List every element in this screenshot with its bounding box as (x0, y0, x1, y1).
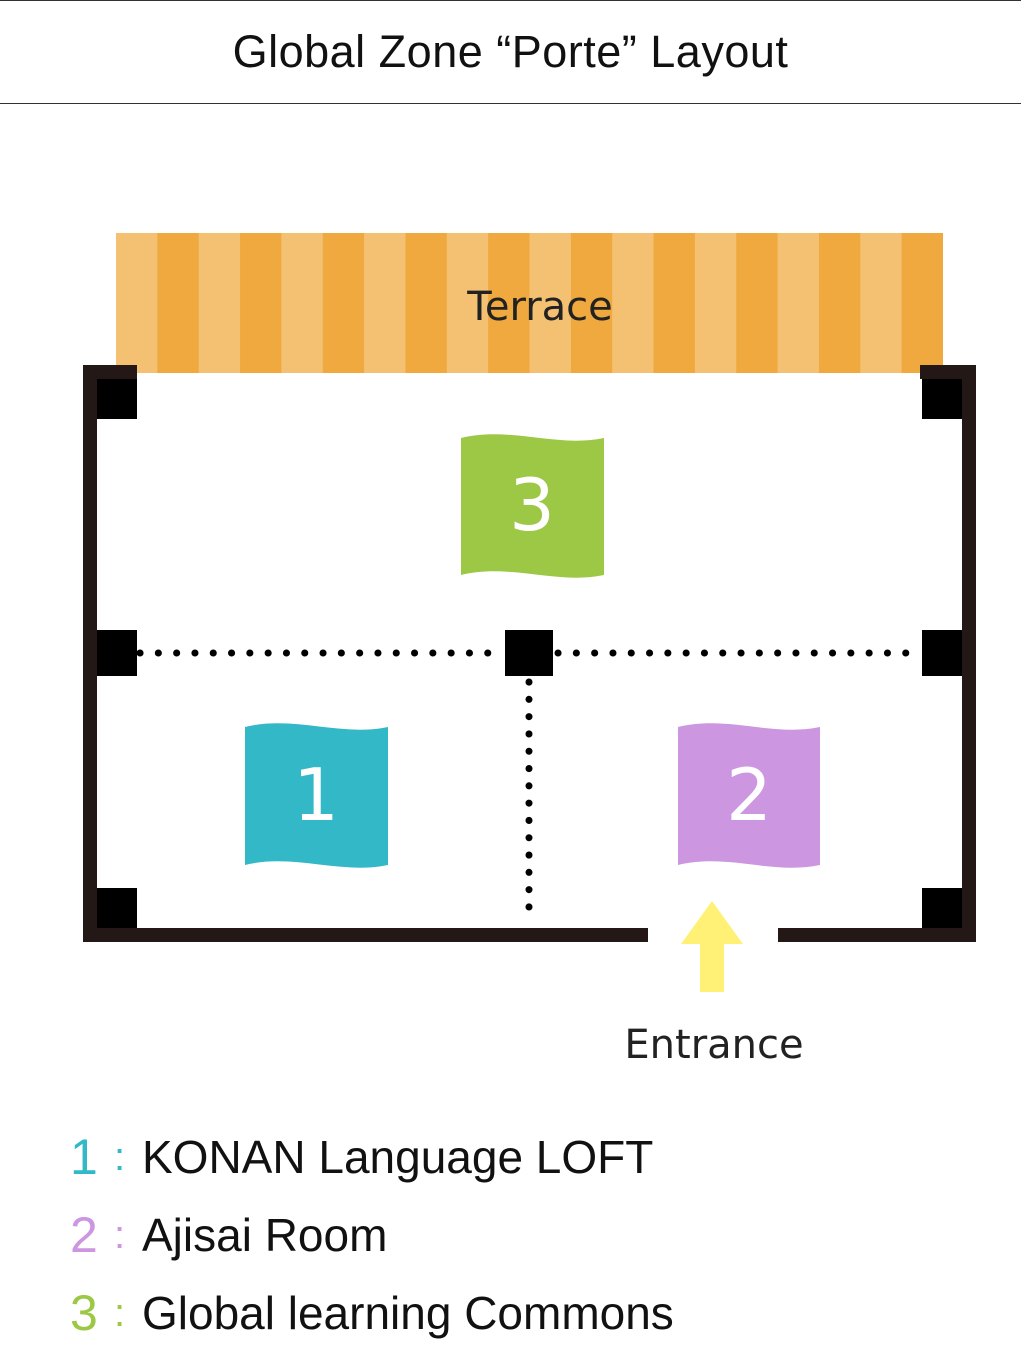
terrace-stripe (116, 233, 158, 373)
wall-bottom-right (778, 928, 976, 942)
zone-2-number: 2 (726, 753, 772, 837)
legend-separator: : (114, 1134, 126, 1179)
legend-label: Global learning Commons (142, 1287, 674, 1339)
terrace-stripe (860, 233, 902, 373)
walls (83, 365, 976, 942)
terrace-stripe (777, 233, 819, 373)
entrance-arrow (681, 901, 743, 992)
wall-left (83, 365, 97, 942)
pillar (97, 888, 137, 928)
zone-1-number: 1 (293, 753, 339, 837)
pillar (922, 379, 962, 419)
zone-2-flag: 2 (678, 723, 820, 868)
terrace-stripe (694, 233, 737, 373)
zone-3-flag-shape (461, 434, 604, 578)
zone-2-flag-shape (678, 723, 820, 868)
page-title: Global Zone “Porte” Layout (232, 26, 789, 77)
terrace-stripe (446, 233, 489, 373)
wall-right (962, 365, 976, 942)
legend: 1 : KONAN Language LOFT 2 : Ajisai Room … (70, 1118, 674, 1352)
terrace-stripe (364, 233, 406, 373)
legend-number: 1 (70, 1129, 98, 1185)
pillar (922, 630, 962, 676)
legend-separator: : (114, 1290, 126, 1335)
legend-item: 2 : Ajisai Room (70, 1196, 674, 1274)
terrace: Terrace (116, 233, 943, 373)
terrace-stripe (612, 233, 654, 373)
entrance-label: Entrance (624, 1022, 803, 1068)
legend-separator: : (114, 1212, 126, 1257)
pillars (97, 379, 962, 928)
terrace-stripe (529, 233, 571, 373)
pillar (97, 379, 137, 419)
header-bar: Global Zone “Porte” Layout (0, 0, 1021, 104)
pillar (505, 630, 553, 676)
terrace-label: Terrace (466, 284, 613, 330)
legend-item: 3 : Global learning Commons (70, 1274, 674, 1352)
wall-top-left-stub (83, 365, 137, 379)
terrace-stripes (116, 233, 902, 373)
wall-bottom-left (83, 928, 648, 942)
arrow-up-icon (681, 901, 743, 992)
pillar (922, 888, 962, 928)
legend-item: 1 : KONAN Language LOFT (70, 1118, 674, 1196)
legend-label: KONAN Language LOFT (142, 1131, 654, 1183)
legend-number: 2 (70, 1207, 98, 1263)
zone-1-flag: 1 (245, 723, 388, 868)
legend-label: Ajisai Room (142, 1209, 388, 1261)
wall-top-right-stub (920, 365, 976, 379)
terrace-stripe (198, 233, 241, 373)
pillar (97, 630, 137, 676)
zone-1-flag-shape (245, 723, 388, 868)
partitions (136, 649, 922, 928)
legend-number: 3 (70, 1285, 98, 1341)
zone-3-number: 3 (509, 463, 555, 547)
zone-3-flag: 3 (461, 434, 604, 578)
terrace-stripe (281, 233, 323, 373)
floor-plan: Terrace 3 1 2 Entranc (83, 233, 976, 1068)
